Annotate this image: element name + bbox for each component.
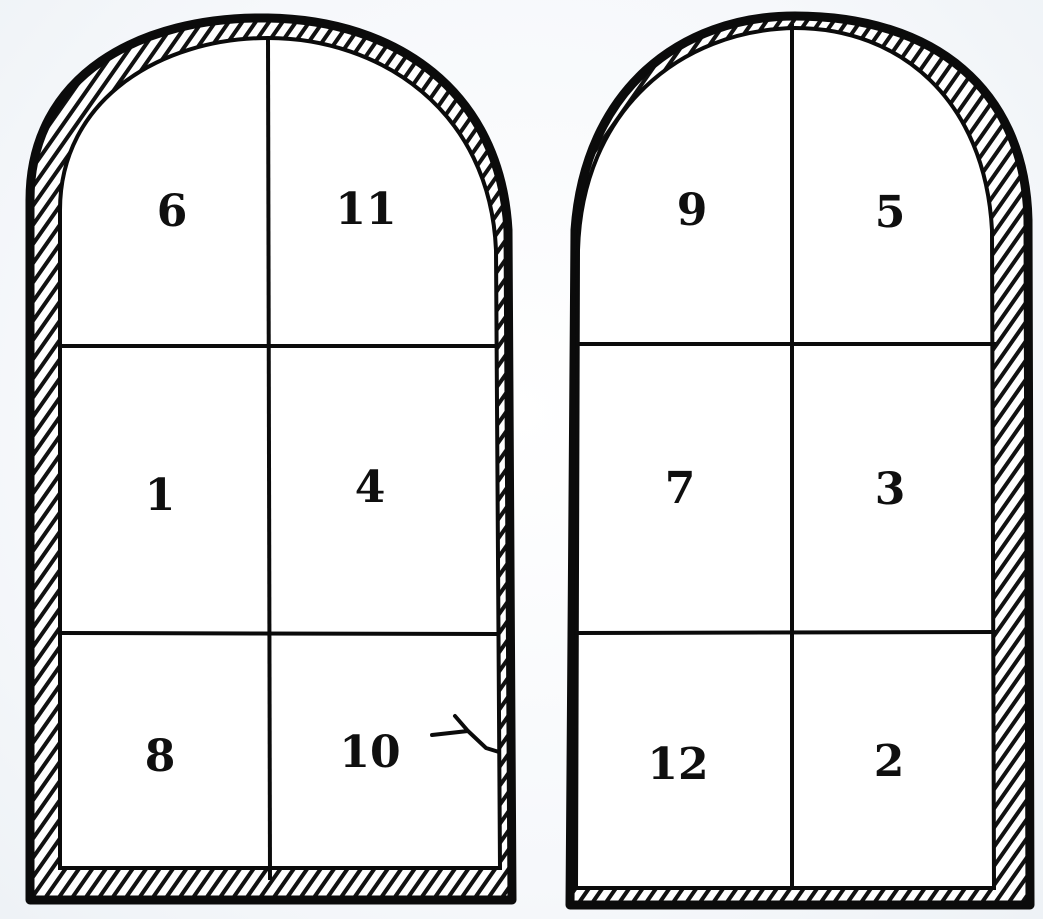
left-tablet-face — [60, 38, 500, 868]
left-tablet-cell-number: 11 — [335, 188, 396, 232]
right-tablet-cell-number: 9 — [677, 189, 708, 233]
left-tablet-cell-number: 6 — [157, 190, 188, 234]
right-tablet-face — [576, 28, 994, 888]
right-tablet-cell-number: 5 — [875, 191, 906, 235]
left-tablet-cell-number: 1 — [145, 474, 176, 518]
right-tablet-cell-number: 2 — [874, 740, 905, 784]
right-tablet-row-divider-2 — [576, 632, 996, 633]
right-tablet-cell-number: 12 — [647, 743, 708, 787]
right-tablet-cell-number: 3 — [875, 468, 906, 512]
left-tablet-vertical-divider — [268, 38, 270, 880]
left-tablet-cell-number: 10 — [339, 731, 400, 775]
right-tablet — [570, 16, 1030, 905]
left-tablet-row-divider-2 — [62, 633, 500, 634]
left-tablet-cell-number: 8 — [145, 735, 176, 779]
left-tablet — [30, 18, 512, 900]
left-tablet-cell-number: 4 — [355, 466, 386, 510]
right-tablet-cell-number: 7 — [665, 467, 696, 511]
